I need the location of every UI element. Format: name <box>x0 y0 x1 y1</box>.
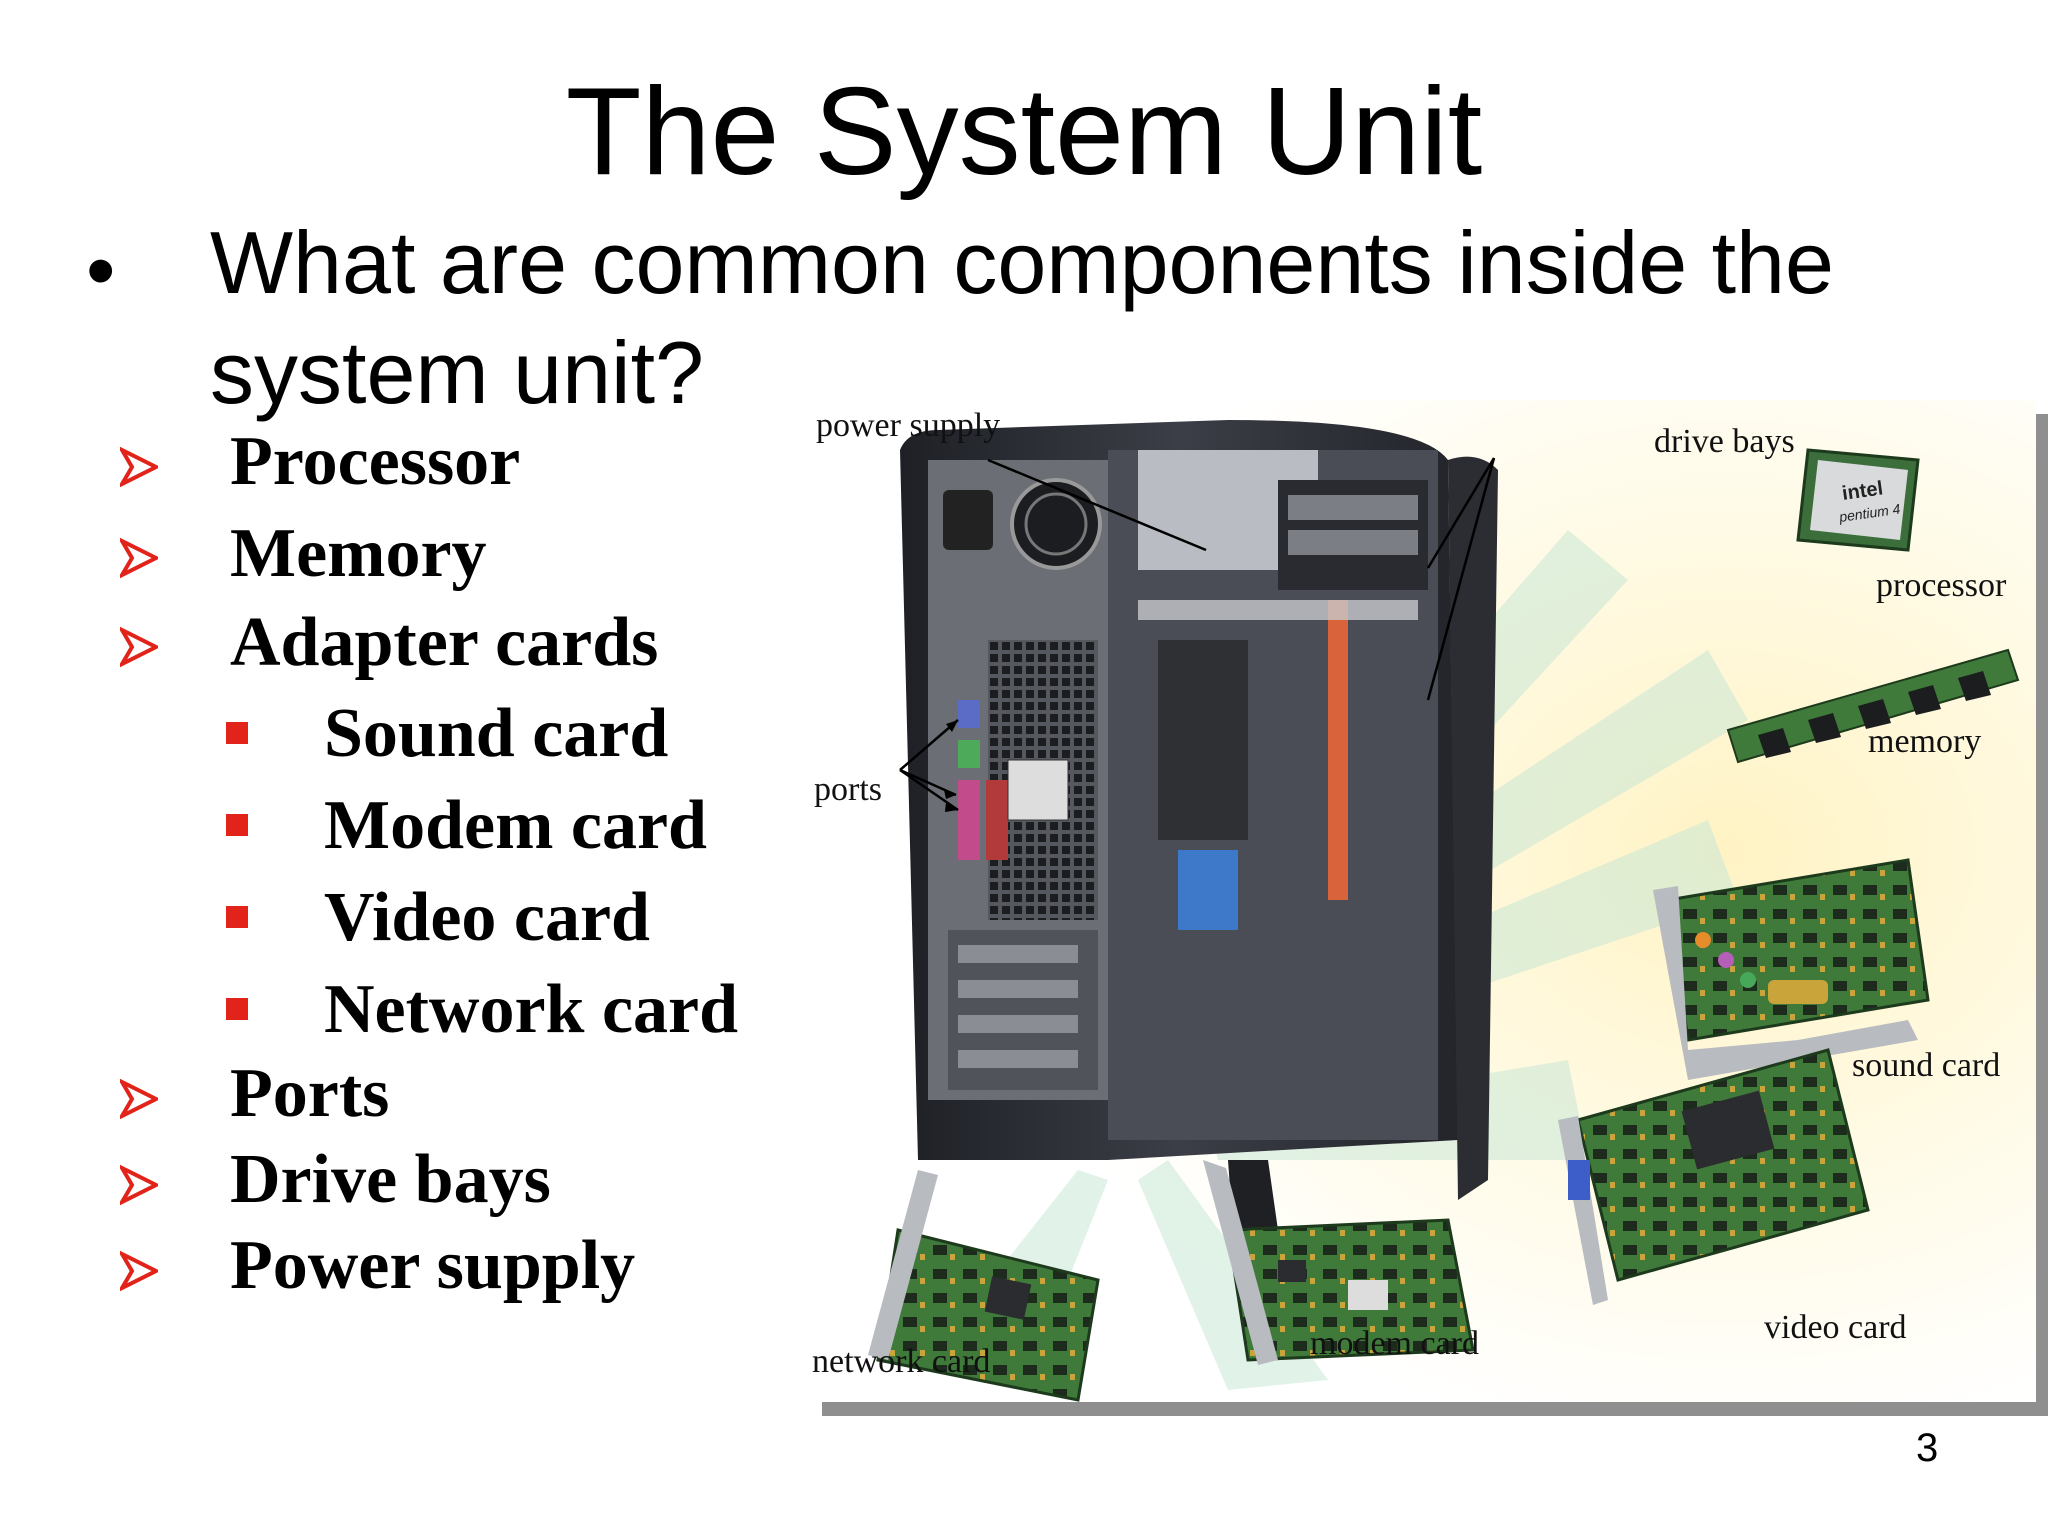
leader-port-3 <box>899 768 959 812</box>
leader-lines <box>899 457 1496 812</box>
system-unit-figure: intel pentium 4 <box>808 400 2036 1402</box>
list-item-video-card: Video card <box>324 879 650 956</box>
label-ports: ports <box>814 771 882 808</box>
page-number: 3 <box>1916 1426 1939 1470</box>
processor-chip: intel pentium 4 <box>1796 448 1920 552</box>
square-bullet-icon <box>226 906 248 928</box>
list-item-network-card: Network card <box>324 971 739 1048</box>
question-bullet-dot: • <box>86 223 116 317</box>
list-item-sound-card: Sound card <box>324 695 669 772</box>
list-item-memory: Memory <box>230 515 487 592</box>
arrow-bullet-icon <box>120 1164 158 1206</box>
arrow-bullet-icon <box>120 537 158 579</box>
modem-card <box>1203 1160 1475 1365</box>
slide-title: The System Unit <box>565 63 1483 201</box>
leader-power-supply <box>987 458 1207 552</box>
list-item-power-supply: Power supply <box>230 1227 636 1304</box>
list-item-drive-bays: Drive bays <box>230 1141 551 1218</box>
leader-drive-bay-2 <box>1426 457 1496 701</box>
arrow-bullet-icon <box>120 1078 158 1120</box>
label-modem-card: modem card <box>1310 1325 1479 1362</box>
list-item-processor: Processor <box>230 423 521 500</box>
square-bullet-icon <box>226 722 248 744</box>
video-card <box>1558 1048 1870 1305</box>
system-unit-illustration: intel pentium 4 <box>808 400 2036 1402</box>
leader-port-2 <box>899 768 957 797</box>
arrow-bullet-icon <box>120 1250 158 1292</box>
list-item-ports: Ports <box>230 1055 390 1132</box>
label-memory: memory <box>1868 723 1982 760</box>
square-bullet-icon <box>226 814 248 836</box>
list-item-modem-card: Modem card <box>324 787 707 864</box>
question-text: What are common components inside the sy… <box>210 213 1834 422</box>
memory-stick <box>1726 648 2020 764</box>
leader-arrowheads <box>944 720 958 812</box>
arrow-bullet-icon <box>120 626 158 668</box>
label-network-card: network card <box>812 1343 991 1380</box>
arrow-bullet-icon <box>120 446 158 488</box>
label-processor: processor <box>1876 567 2007 604</box>
leader-drive-bay-1 <box>1426 457 1496 569</box>
label-video-card: video card <box>1764 1309 1907 1346</box>
sound-card <box>1653 858 1930 1080</box>
network-card <box>868 1170 1100 1402</box>
label-drive-bays: drive bays <box>1654 423 1795 460</box>
square-bullet-icon <box>226 998 248 1020</box>
label-sound-card: sound card <box>1852 1047 2001 1084</box>
leader-port-1 <box>899 719 959 771</box>
list-item-adapter-cards: Adapter cards <box>230 604 659 681</box>
label-power-supply: power supply <box>816 407 1001 444</box>
